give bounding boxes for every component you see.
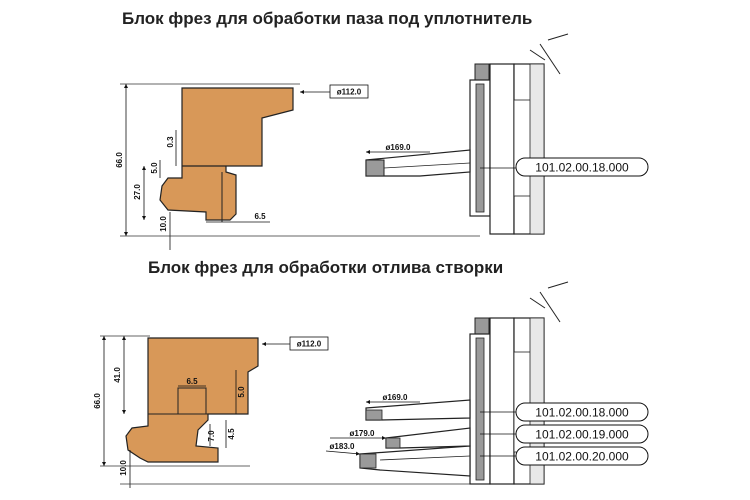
top-dim-height: 66.0 xyxy=(115,152,124,168)
title-bottom: Блок фрез для обработки отлива створки xyxy=(148,258,504,277)
top-profile-drawing: ø112.0 66.0 27.0 5.0 0.3 6.5 10.0 xyxy=(115,83,480,250)
top-dim-base: 10.0 xyxy=(159,216,168,232)
bottom-dim-height: 66.0 xyxy=(93,393,102,409)
top-dim-b: 0.3 xyxy=(166,136,175,148)
top-part-code: 101.02.00.18.000 xyxy=(480,157,649,177)
bottom-part-codes: 101.02.00.18.000 101.02.00.19.000 101.02… xyxy=(480,402,649,466)
top-dim-lower: 27.0 xyxy=(133,184,142,200)
bottom-dim-c: 4.5 xyxy=(227,428,236,440)
bottom-profile-drawing: ø112.0 66.0 41.0 6.5 5.0 4.5 7.0 10.0 xyxy=(93,335,480,488)
bottom-diameter-profile-label: ø112.0 xyxy=(297,340,322,349)
top-workpiece-profile xyxy=(159,87,294,221)
bottom-diameter-cutter-3: ø183.0 xyxy=(330,442,355,451)
top-diameter-cutter-label: ø169.0 xyxy=(386,143,411,152)
top-dim-a: 5.0 xyxy=(150,162,159,174)
bottom-part-code-1: 101.02.00.18.000 xyxy=(535,406,629,420)
top-part-code-label: 101.02.00.18.000 xyxy=(535,161,629,175)
bottom-dim-base: 10.0 xyxy=(119,460,128,476)
top-dim-c: 6.5 xyxy=(254,212,266,221)
bottom-diameter-cutter-2: ø179.0 xyxy=(350,429,375,438)
bottom-dim-d: 7.0 xyxy=(207,430,216,442)
bottom-diameter-cutter-1: ø169.0 xyxy=(383,393,408,402)
top-tool-assembly: ø169.0 xyxy=(365,33,569,235)
title-top: Блок фрез для обработки паза под уплотни… xyxy=(122,9,533,28)
bottom-dim-a: 6.5 xyxy=(186,377,198,386)
bottom-dim-b: 5.0 xyxy=(237,386,246,398)
bottom-dim-upper: 41.0 xyxy=(113,367,122,383)
top-diameter-profile-label: ø112.0 xyxy=(337,88,362,97)
bottom-part-code-3: 101.02.00.20.000 xyxy=(535,450,629,464)
bottom-part-code-2: 101.02.00.19.000 xyxy=(535,428,629,442)
